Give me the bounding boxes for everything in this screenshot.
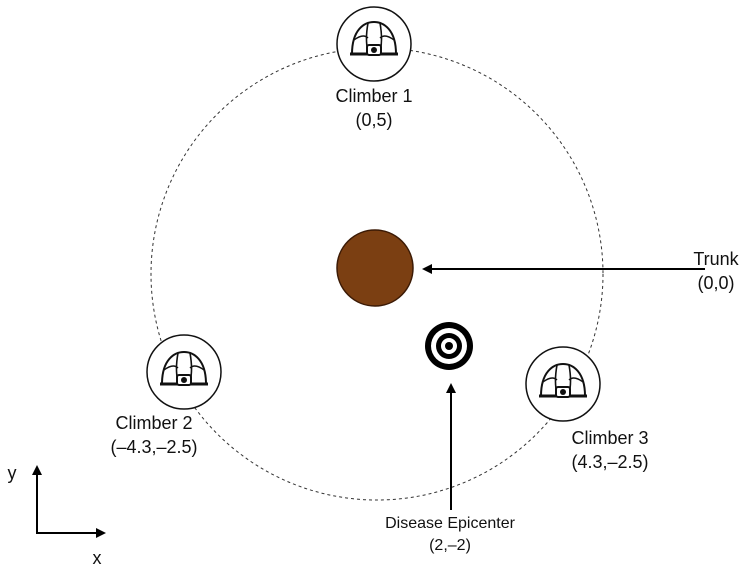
climber-1-coords: (0,5) [355,110,393,130]
climber-1-icon [336,6,412,82]
y-axis-label: y [7,463,17,483]
epicenter-name: Disease Epicenter [385,515,515,532]
climber-2-name: Climber 2 [115,413,193,433]
climber-2-icon [146,334,222,410]
climber-1-label: Climber 1 (0,5) [314,84,434,132]
climber-2-label: Climber 2 (–4.3,–2.5) [92,411,216,459]
epicenter-coords: (2,–2) [429,537,471,554]
target-icon [425,322,473,370]
climber-3-coords: (4.3,–2.5) [571,452,649,472]
trunk-name: Trunk [693,249,739,269]
climber-2-coords: (–4.3,–2.5) [110,437,198,457]
axes-icon [32,465,106,538]
trunk-label: Trunk (0,0) [684,247,748,295]
climber-3-name: Climber 3 [571,428,649,448]
trunk-coords: (0,0) [697,273,735,293]
climber-1-name: Climber 1 [335,86,413,106]
x-axis-label: x [92,548,102,568]
trunk-circle [336,229,414,307]
climber-3-label: Climber 3 (4.3,–2.5) [548,426,672,474]
climber-3-icon [525,346,601,422]
epicenter-label: Disease Epicenter (2,–2) [360,513,540,557]
